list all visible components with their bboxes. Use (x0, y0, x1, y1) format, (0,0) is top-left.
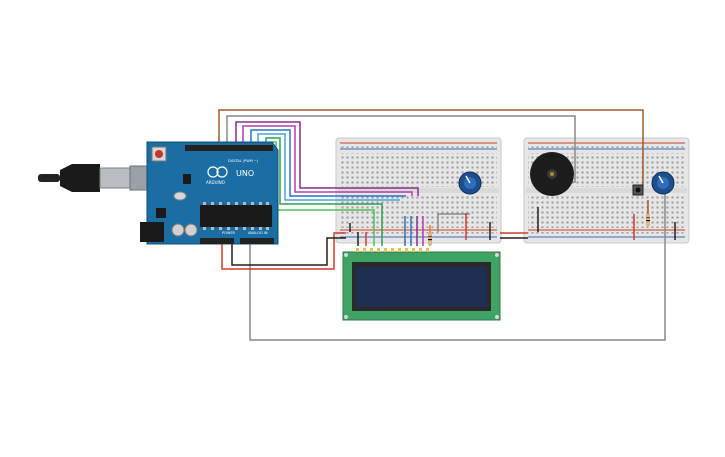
potentiometer-icon[interactable] (458, 171, 482, 195)
usb-cable (38, 174, 60, 182)
wire-gray-bottom (249, 190, 666, 341)
arduino-uno-board[interactable]: DIGITAL (PWM ~) UNO ARDUINO POWER ANALOG… (38, 141, 279, 245)
resistor-icon[interactable] (646, 214, 650, 226)
wire-blue-2 (257, 133, 400, 201)
analog-label: ANALOG IN (248, 231, 268, 235)
lcd-16x2[interactable] (342, 248, 501, 321)
wires[interactable] (218, 109, 676, 341)
wire-green-1 (265, 137, 383, 246)
wire-purple-1 (235, 121, 419, 196)
wire-brown (218, 109, 644, 185)
resistor-icon[interactable] (428, 233, 432, 245)
wire-black-ground (231, 237, 346, 266)
lcd-pins (356, 248, 429, 252)
analog-header (240, 238, 274, 244)
brand-label: ARDUINO (206, 180, 225, 185)
potentiometer-icon[interactable] (651, 171, 675, 195)
buzzer-icon[interactable] (530, 152, 574, 196)
model-label: UNO (236, 169, 254, 178)
digital-header (185, 145, 273, 151)
power-jack (140, 222, 164, 242)
digital-label: DIGITAL (PWM ~) (228, 159, 259, 163)
wire-blue-1 (250, 129, 406, 197)
pushbutton-icon[interactable] (632, 184, 644, 196)
atmega-chip (200, 205, 272, 227)
power-header (200, 238, 234, 244)
power-label: POWER (222, 231, 236, 235)
wire-purple-2 (242, 125, 413, 196)
wire-red-power (221, 232, 346, 270)
arduino-logo-icon (207, 166, 219, 178)
lcd-screen (356, 267, 487, 307)
